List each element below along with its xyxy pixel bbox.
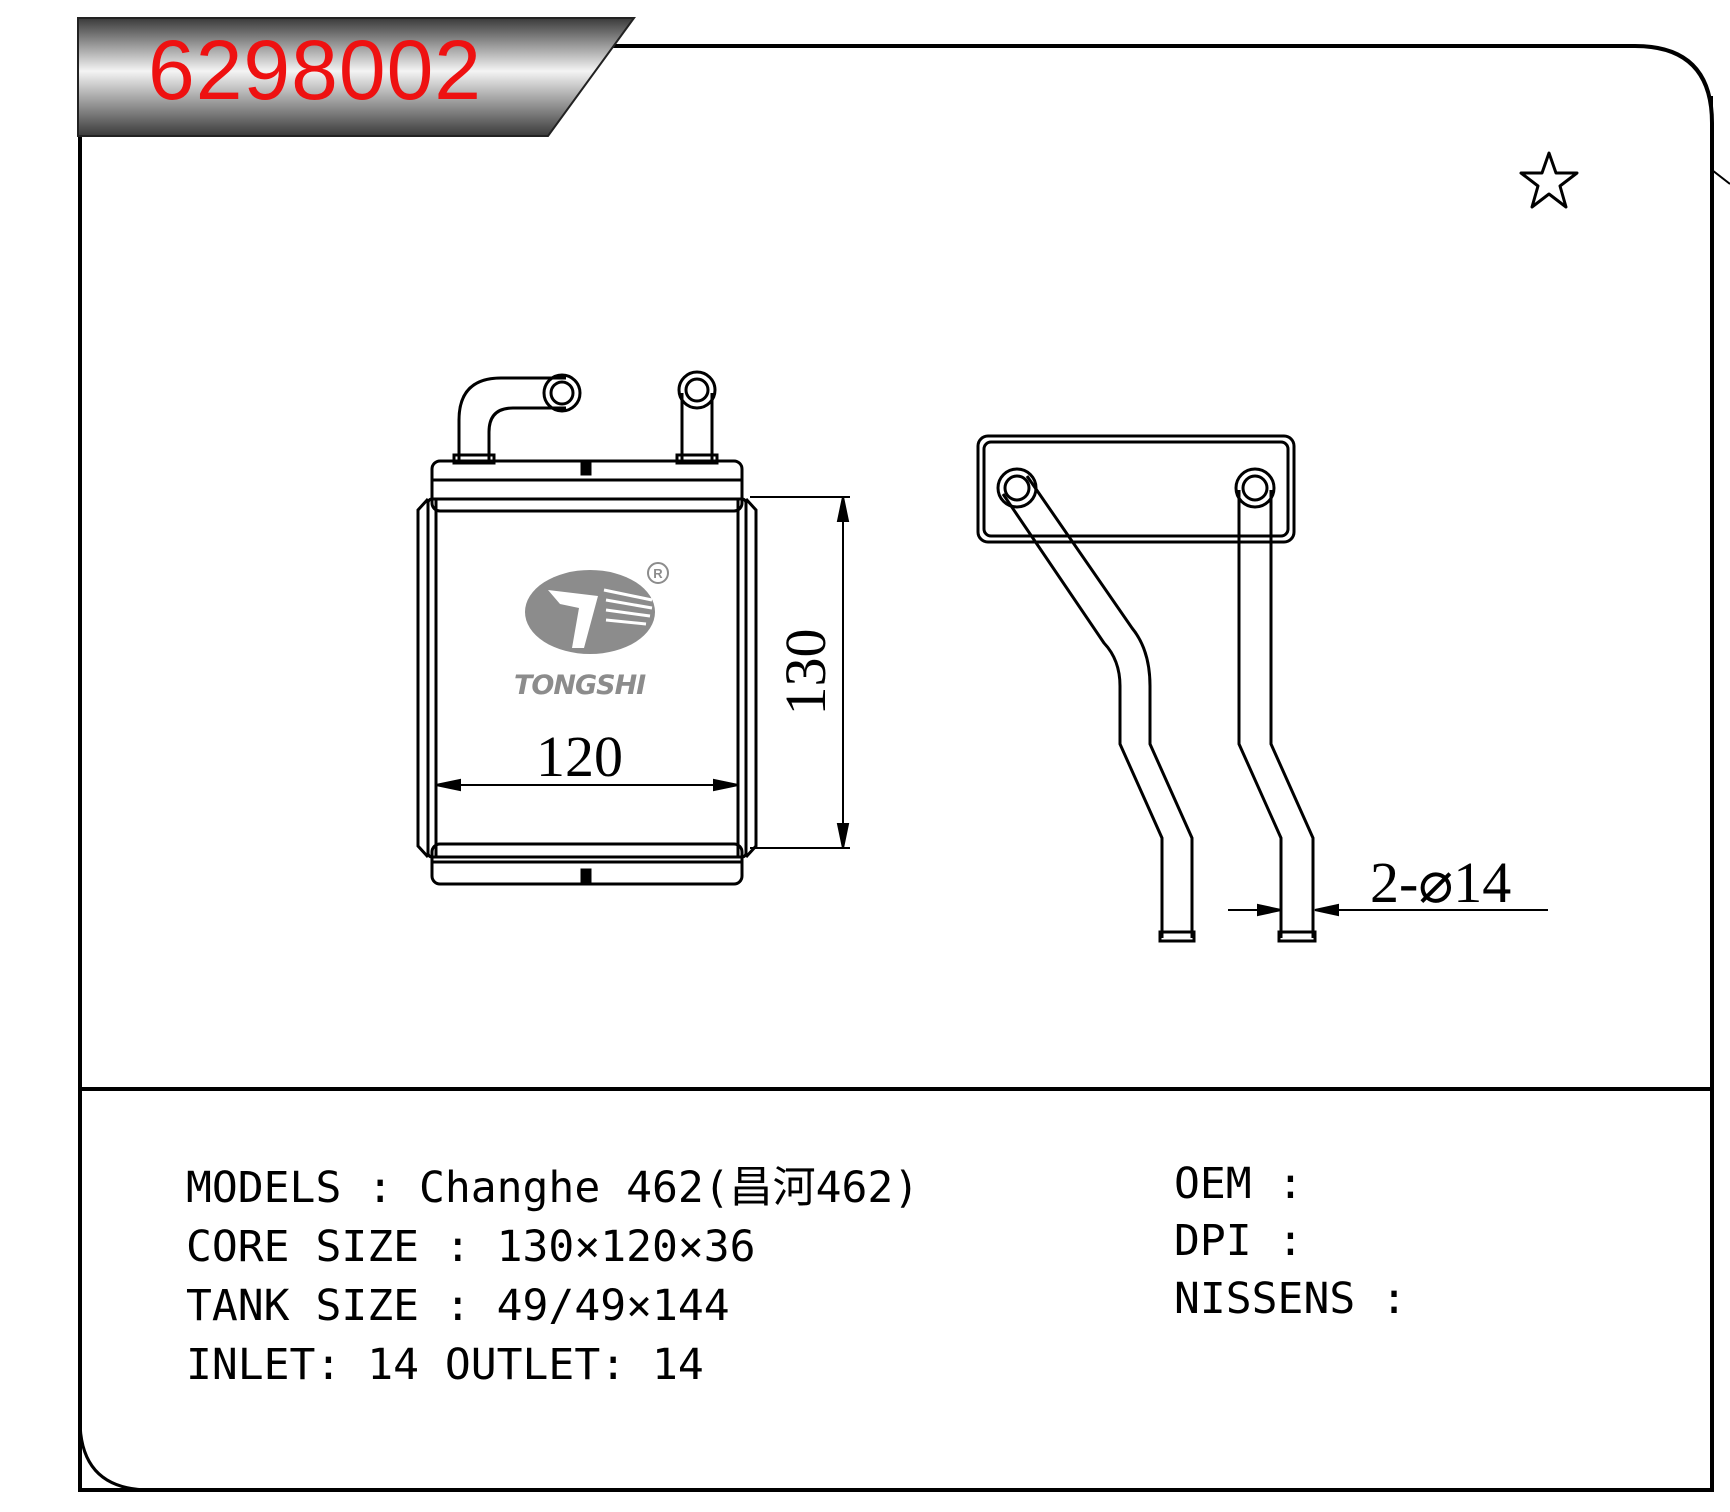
core-width-label: 120 (536, 724, 623, 789)
part-number: 6298002 (148, 23, 483, 117)
pipe-diameter-dimension (1228, 903, 1548, 917)
registered-mark: R (653, 566, 663, 581)
dpi-spec: DPI : (1174, 1216, 1304, 1266)
pipe-diameter-label: 2-⌀14 (1370, 850, 1512, 915)
bottom-left-corner (78, 1419, 151, 1492)
core-height-label: 130 (773, 628, 838, 716)
height-dimension (750, 496, 850, 849)
frame-corner-detail (1711, 96, 1730, 185)
brand-name: TONGSHI (514, 670, 646, 701)
width-dimension (435, 778, 739, 792)
title-banner (77, 17, 636, 137)
heater-core-front-view (416, 370, 758, 886)
star-icon[interactable] (1518, 150, 1580, 212)
core-size-spec: CORE SIZE : 130×120×36 (186, 1222, 756, 1272)
oem-spec: OEM : (1174, 1159, 1304, 1209)
tank-size-spec: TANK SIZE : 49/49×144 (186, 1281, 730, 1331)
tongshi-logo-icon: R (525, 562, 669, 654)
models-spec: MODELS : Changhe 462(昌河462) (186, 1163, 920, 1213)
nissens-spec: NISSENS : (1174, 1274, 1407, 1324)
heater-core-side-view (976, 434, 1317, 943)
inlet-outlet-spec: INLET: 14 OUTLET: 14 (186, 1340, 704, 1390)
outer-frame (78, 44, 1714, 1492)
